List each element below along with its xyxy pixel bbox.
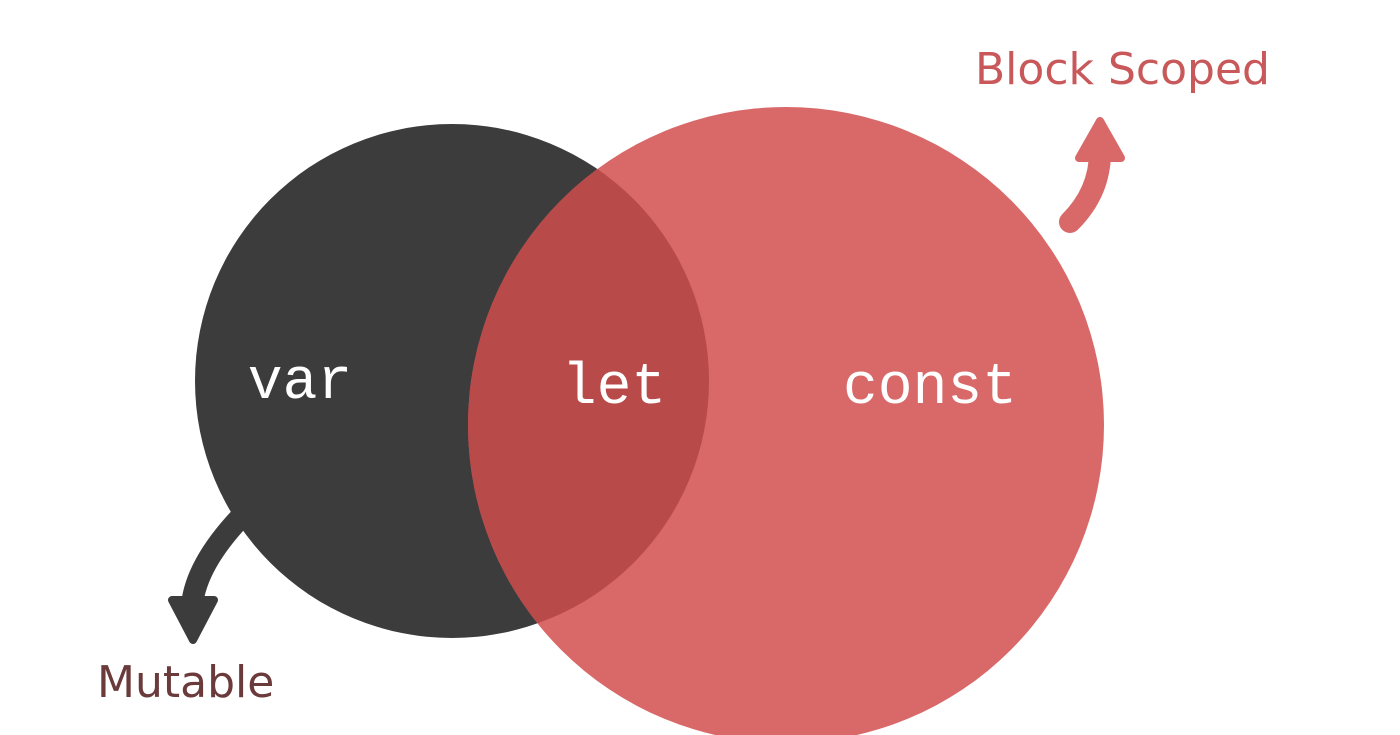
var-label: var — [248, 351, 352, 416]
mutable-label: Mutable — [97, 657, 274, 708]
curved-arrow-down-icon — [168, 507, 251, 644]
block-scoped-label: Block Scoped — [975, 44, 1270, 95]
const-label: const — [843, 356, 1017, 421]
curved-arrow-up-icon — [1059, 117, 1125, 233]
let-label: let — [562, 356, 666, 421]
